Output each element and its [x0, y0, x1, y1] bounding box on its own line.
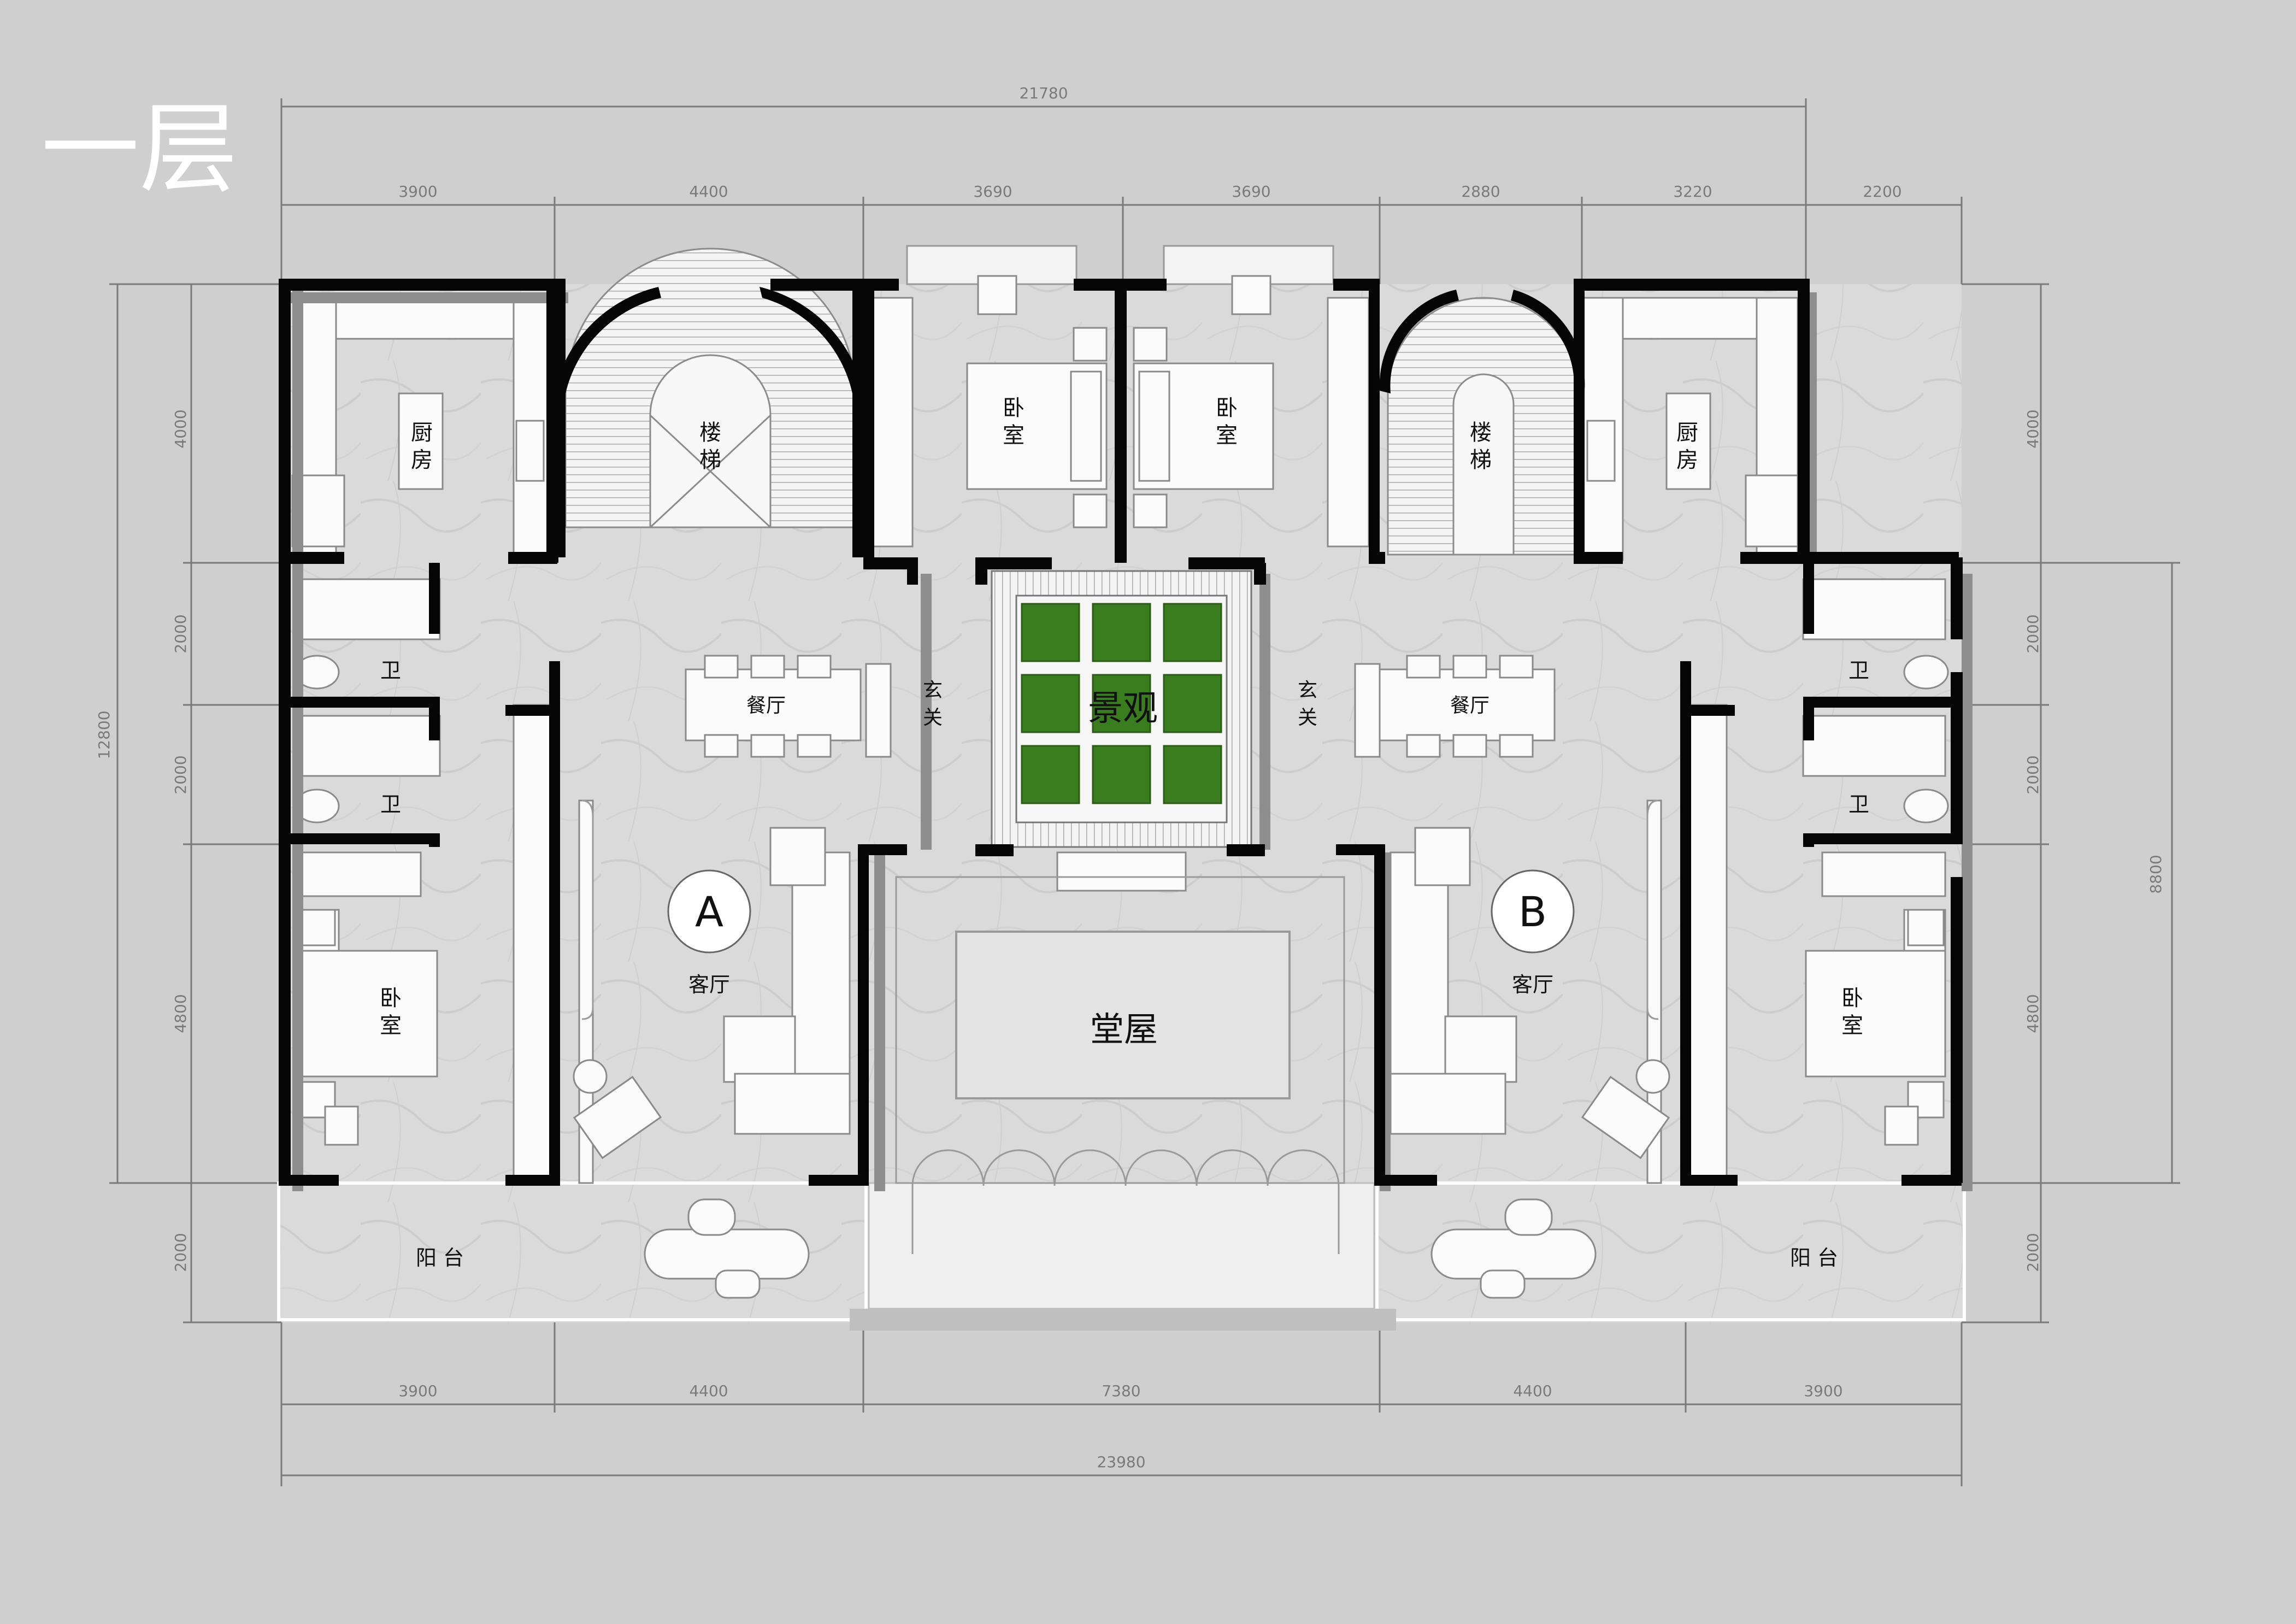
walls [279, 279, 1963, 1186]
dim-right-5: 2000 [2024, 1233, 2042, 1272]
label-bedroom-right: 卧室 [1841, 986, 1863, 1038]
label-unit-b: B [1518, 887, 1547, 936]
dim-bottom-2: 4400 [689, 1382, 728, 1400]
bed-right [1805, 851, 1946, 1146]
label-balcony-right: 阳 台 [1790, 1246, 1838, 1270]
page-title: 一层 [41, 92, 238, 207]
label-hall: 堂屋 [1090, 1009, 1158, 1049]
wardrobe-top-right [1327, 297, 1370, 548]
dim-bottom-3: 7380 [1102, 1382, 1140, 1400]
dim-left-5: 2000 [172, 1233, 190, 1272]
dim-top-total: 21780 [1019, 84, 1068, 102]
label-bath-right-1: 卫 [1848, 658, 1869, 682]
dimension-top: 21780 3900 4400 3690 3690 2880 3220 2200 [280, 84, 1963, 284]
living-right-furniture [1390, 704, 1728, 1299]
bath-right-fixtures [1802, 578, 1949, 823]
dim-top-1: 3900 [398, 183, 437, 201]
dim-top-2: 4400 [689, 183, 728, 201]
label-bedroom-top-right: 卧室 [1216, 396, 1238, 448]
unit-b-marker [1491, 869, 1575, 954]
hall-area [895, 876, 1345, 1254]
room-labels: 厨房 楼梯 卧室 卧室 楼梯 厨房 卫 卫 卫 卫 餐厅 餐厅 玄关 玄关 景观… [380, 396, 1869, 1270]
label-foyer-left: 玄关 [923, 679, 943, 729]
dim-bottom-5: 3900 [1804, 1382, 1842, 1400]
label-bedroom-left: 卧室 [380, 986, 402, 1038]
bed-top-right [1133, 275, 1274, 528]
bed-top-left [966, 275, 1108, 528]
dimension-left: 4000 2000 2000 4800 2000 12800 [95, 283, 281, 1323]
label-dining-left: 餐厅 [746, 695, 786, 717]
dim-top-3: 3690 [973, 183, 1012, 201]
label-living-right: 客厅 [1512, 973, 1553, 997]
label-bath-left-1: 卫 [380, 658, 401, 682]
dim-bottom-4: 4400 [1513, 1382, 1552, 1400]
dim-left-1: 4000 [172, 409, 190, 448]
dim-left-2: 2000 [172, 614, 190, 653]
label-bath-left-2: 卫 [380, 792, 401, 816]
dim-right-3: 2000 [2024, 755, 2042, 794]
label-balcony-left: 阳 台 [416, 1246, 464, 1270]
landscape-court [991, 570, 1252, 892]
label-stair-left: 楼梯 [699, 420, 721, 473]
label-landscape: 景观 [1088, 689, 1158, 729]
dim-left-3: 2000 [172, 755, 190, 794]
wardrobe-top-left [870, 297, 914, 548]
label-bath-right-2: 卫 [1848, 792, 1869, 816]
label-stair-right: 楼梯 [1470, 420, 1492, 473]
dim-top-4: 3690 [1232, 183, 1270, 201]
label-kitchen-left: 厨房 [411, 420, 433, 473]
dim-right-4: 4800 [2024, 994, 2042, 1033]
dim-right-2: 2000 [2024, 614, 2042, 653]
dimension-bottom: 3900 4400 7380 4400 3900 23980 [280, 1322, 1963, 1486]
dim-left-total: 12800 [95, 710, 113, 759]
dim-top-7: 2200 [1863, 183, 1901, 201]
dim-right-1: 4000 [2024, 409, 2042, 448]
dim-left-4: 4800 [172, 994, 190, 1033]
dim-top-6: 3220 [1673, 183, 1712, 201]
kitchen-right-fixtures [1581, 297, 1799, 561]
dimension-right: 4000 2000 2000 4800 2000 8800 [1962, 283, 2180, 1323]
label-unit-a: A [695, 887, 723, 936]
dim-bottom-total: 23980 [1097, 1453, 1145, 1471]
dining-set-left [685, 655, 892, 758]
bath-left-fixtures [294, 578, 441, 823]
bed-left [297, 851, 438, 1146]
dim-top-5: 2880 [1461, 183, 1500, 201]
dim-bottom-1: 3900 [398, 1382, 437, 1400]
label-foyer-right: 玄关 [1298, 679, 1317, 729]
label-living-left: 客厅 [688, 973, 730, 997]
dining-set-right [1354, 655, 1556, 758]
dim-right-total: 8800 [2147, 855, 2165, 893]
label-dining-right: 餐厅 [1450, 695, 1490, 717]
unit-a-marker [667, 869, 751, 954]
label-bedroom-top-left: 卧室 [1003, 396, 1025, 448]
label-kitchen-right: 厨房 [1676, 420, 1698, 473]
stair-left-graphic [564, 248, 856, 528]
wall-shadows [281, 284, 1973, 1191]
